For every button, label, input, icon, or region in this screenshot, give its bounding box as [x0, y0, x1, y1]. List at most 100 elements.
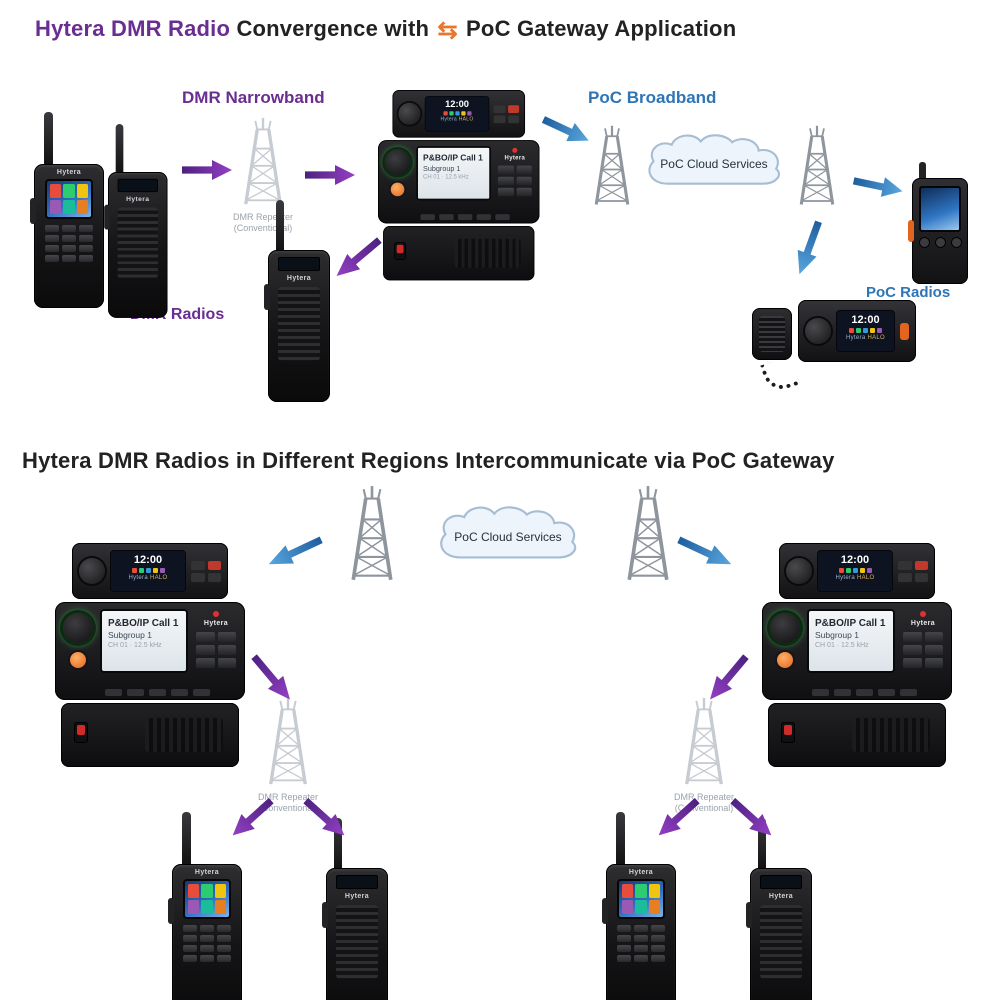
clock: 12:00	[445, 99, 470, 110]
dmr-handheld-plain: Hytera	[104, 124, 168, 322]
radio-front-panel: P&BO/IP Call 1 Subgroup 1 CH 01 · 12.5 k…	[378, 140, 540, 224]
control-head: 12:00 Hytera HALO	[72, 543, 228, 599]
repeater-label: DMR Repeater (Conventional)	[223, 792, 353, 814]
tower-graphic	[244, 117, 282, 205]
clock: 12:00	[851, 314, 880, 326]
dmr-handheld-keypad: Hytera	[30, 112, 104, 308]
brand-label: Hytera	[846, 335, 866, 341]
dmr-handheld-plain: Hytera	[746, 818, 812, 1000]
cloud-label: PoC Cloud Services	[454, 530, 562, 545]
flow-arrow-dmr	[182, 160, 232, 180]
speaker-grille	[760, 905, 802, 979]
emergency-button	[390, 182, 405, 197]
group-name: Subgroup 1	[815, 630, 859, 640]
function-buttons	[903, 632, 943, 668]
brand-row: Hytera HALO	[818, 575, 892, 581]
app-icons	[111, 568, 185, 573]
vents	[145, 718, 223, 752]
power-base	[768, 703, 946, 767]
power-switch	[781, 722, 795, 743]
brand-label: Hytera	[194, 869, 220, 876]
brand-label: Hytera	[344, 893, 370, 900]
poc-mobile-radio: 12:00 Hytera HALO	[752, 300, 916, 395]
panel-left	[384, 149, 411, 197]
radio-body: Hytera	[268, 250, 330, 402]
gateway-mobile-radio: 12:00 Hytera HALO P&BO/IP Call 1 Subgrou…	[378, 90, 540, 281]
radio-front-panel: P&BO/IP Call 1 Subgroup 1 CH 01 · 12.5 k…	[55, 602, 245, 700]
app-icons	[837, 328, 894, 333]
clock: 12:00	[133, 554, 163, 566]
tower-graphic	[685, 697, 723, 785]
ptt-button	[908, 220, 914, 242]
brand-label: Hytera	[910, 620, 936, 627]
dmr-handheld-keypad: Hytera	[602, 812, 676, 1000]
vents	[454, 238, 521, 268]
power-switch	[74, 722, 88, 743]
radio-body: Hytera	[606, 864, 676, 1000]
repeater-label-line1: DMR Repeater	[232, 212, 294, 222]
gateway-sync-icon: ⇆	[437, 17, 458, 44]
poc-radios-label: PoC Radios	[866, 284, 951, 301]
channel-info: CH 01 · 12.5 kHz	[108, 642, 162, 649]
top-title-part1: Hytera DMR Radio	[35, 16, 237, 41]
keypad	[34, 221, 104, 266]
panel-right: Hytera	[901, 611, 945, 668]
radio-front-panel: P&BO/IP Call 1 Subgroup 1 CH 01 · 12.5 k…	[762, 602, 952, 700]
app-icons	[426, 111, 489, 116]
ptt-button	[168, 898, 174, 924]
lte-tower	[788, 124, 846, 208]
top-title-part3: PoC Gateway Application	[459, 16, 737, 41]
control-head: 12:00 Hytera HALO	[392, 90, 526, 138]
antenna	[44, 112, 53, 168]
softkey-row	[420, 214, 510, 221]
antenna	[182, 812, 191, 868]
poc-broadband-label: PoC Broadband	[588, 88, 717, 107]
brand-label: Hytera	[835, 575, 855, 581]
repeater-label-line2: (Conventional)	[258, 803, 318, 813]
volume-knob	[786, 558, 812, 584]
head-screen: 12:00 Hytera HALO	[836, 310, 895, 352]
ptt-button	[746, 902, 752, 928]
repeater-label-line1: DMR Repeater	[257, 792, 319, 802]
power-base	[61, 703, 239, 767]
softkey-row	[105, 689, 210, 696]
brand-label: Hytera	[126, 196, 150, 203]
brand-label: Hytera	[768, 893, 794, 900]
repeater-label-line1: DMR Repeater	[673, 792, 735, 802]
dmr-handheld-plain: Hytera	[264, 200, 330, 406]
antenna	[919, 162, 926, 188]
speaker-mic	[752, 308, 792, 360]
cloud-label: PoC Cloud Services	[660, 157, 768, 172]
repeater-label-line2: (Conventional)	[233, 223, 293, 233]
mic-cord	[760, 355, 800, 395]
main-screen: P&BO/IP Call 1 Subgroup 1 CH 01 · 12.5 k…	[100, 609, 188, 673]
antenna	[115, 124, 124, 176]
function-buttons	[196, 632, 236, 668]
status-led	[213, 611, 219, 617]
repeater-label: DMR Repeater (Conventional)	[198, 212, 328, 234]
poc-cloud: PoC Cloud Services	[638, 134, 790, 192]
brand-row: Hytera HALO	[111, 575, 185, 581]
poc-handheld-radio	[908, 162, 968, 284]
radio-body: Hytera	[750, 868, 812, 1000]
channel-info: CH 01 · 12.5 kHz	[423, 174, 469, 181]
brand-label: Hytera	[56, 169, 82, 176]
volume-knob	[398, 102, 421, 125]
brand-row: Hytera HALO	[426, 117, 489, 122]
speaker-grille	[117, 207, 158, 279]
call-name: P&BO/IP Call 1	[423, 153, 483, 164]
repeater-tower	[258, 696, 318, 788]
clock: 12:00	[840, 554, 870, 566]
panel-right: Hytera	[496, 147, 533, 197]
lte-tower	[340, 484, 404, 584]
repeater-label: DMR Repeater (Conventional)	[639, 792, 769, 814]
cloud-shape	[648, 134, 780, 185]
radio-screen	[183, 879, 231, 919]
ptt-button	[104, 204, 110, 230]
buttons	[912, 237, 968, 248]
ptt-button	[30, 198, 36, 224]
tower-graphic	[799, 125, 835, 205]
radio-screen	[617, 879, 665, 919]
flow-arrow-poc	[674, 531, 735, 574]
tower-graphic	[269, 697, 307, 785]
